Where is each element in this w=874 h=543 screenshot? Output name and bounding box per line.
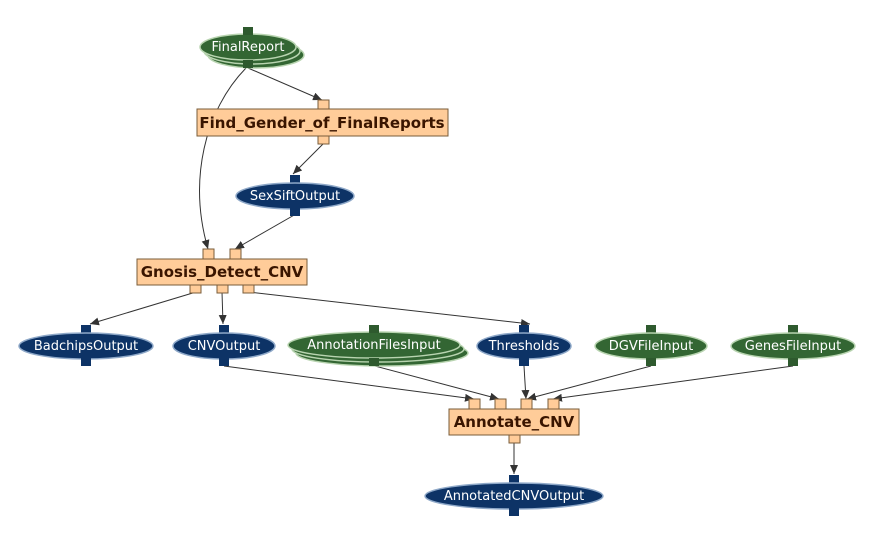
output-port: [219, 358, 229, 366]
input-port: [509, 475, 519, 483]
output-port: [81, 358, 91, 366]
output-port: [317, 135, 330, 145]
node-cnv-output[interactable]: CNVOutput: [172, 325, 276, 366]
input-port: [519, 325, 529, 333]
input-port: [81, 325, 91, 333]
node-label: SexSiftOutput: [250, 189, 340, 204]
node-label: DGVFileInput: [609, 339, 693, 354]
edge-finalreport-to-gnosis: [199, 67, 247, 250]
process-label: Annotate_CNV: [454, 413, 575, 431]
output-port: [189, 284, 202, 294]
edge-cnvoutput-to-annotate: [223, 365, 475, 402]
process-label: Gnosis_Detect_CNV: [141, 263, 304, 281]
process-find-gender[interactable]: Find_Gender_of_FinalReports: [196, 99, 449, 145]
process-gnosis-detect-cnv[interactable]: Gnosis_Detect_CNV: [136, 248, 308, 294]
edge-dgvfile-to-annotate: [526, 365, 652, 401]
node-label: Thresholds: [488, 339, 560, 354]
edge-annotationfiles-to-annotate: [374, 365, 500, 401]
input-port: [219, 325, 229, 333]
node-annotated-cnv-output[interactable]: AnnotatedCNVOutput: [424, 475, 604, 516]
output-port: [519, 358, 529, 366]
output-port: [216, 284, 229, 294]
node-label: CNVOutput: [188, 339, 261, 354]
input-port: [229, 248, 242, 260]
node-thresholds[interactable]: Thresholds: [476, 325, 572, 366]
node-label: BadchipsOutput: [34, 339, 138, 354]
node-label: GenesFileInput: [745, 339, 842, 354]
input-port: [243, 27, 253, 35]
process-label: Find_Gender_of_FinalReports: [199, 114, 444, 132]
edge-gnosis-to-cnvoutput: [218, 291, 227, 325]
output-port: [509, 508, 519, 516]
output-port: [242, 284, 255, 294]
output-port: [646, 358, 656, 366]
edge-finalreport-to-find-gender: [247, 67, 323, 101]
output-port: [788, 358, 798, 366]
input-port: [290, 175, 300, 183]
process-annotate-cnv[interactable]: Annotate_CNV: [448, 398, 580, 444]
output-port: [290, 208, 300, 216]
edge-gnosis-to-badchips: [89, 291, 197, 326]
node-label: AnnotationFilesInput: [307, 338, 440, 353]
node-dgv-file-input[interactable]: DGVFileInput: [594, 325, 708, 366]
node-label: AnnotatedCNVOutput: [444, 489, 584, 504]
output-port: [508, 434, 521, 444]
edge-thresholds-to-annotate: [521, 365, 530, 400]
edge-sexsift-to-gnosis: [234, 213, 297, 250]
output-port: [369, 358, 379, 366]
input-port: [317, 99, 330, 110]
input-port: [788, 325, 798, 333]
output-port: [243, 60, 253, 68]
input-port: [468, 398, 481, 410]
input-port: [369, 325, 379, 333]
input-port: [202, 248, 215, 260]
input-port: [646, 325, 656, 333]
input-port: [494, 398, 507, 410]
node-label: FinalReport: [211, 40, 284, 55]
node-badchips-output[interactable]: BadchipsOutput: [18, 325, 154, 366]
input-port: [547, 398, 560, 410]
node-genes-file-input[interactable]: GenesFileInput: [730, 325, 856, 366]
edge-genesfile-to-annotate: [552, 365, 794, 402]
edges: [89, 67, 794, 474]
input-port: [520, 398, 533, 410]
node-final-report[interactable]: FinalReport: [199, 27, 305, 69]
node-annotation-files-input[interactable]: AnnotationFilesInput: [287, 325, 469, 367]
edge-find-gender-to-sexsift: [292, 143, 324, 175]
node-sex-sift-output[interactable]: SexSiftOutput: [235, 175, 355, 216]
edge-gnosis-to-thresholds: [247, 291, 531, 327]
